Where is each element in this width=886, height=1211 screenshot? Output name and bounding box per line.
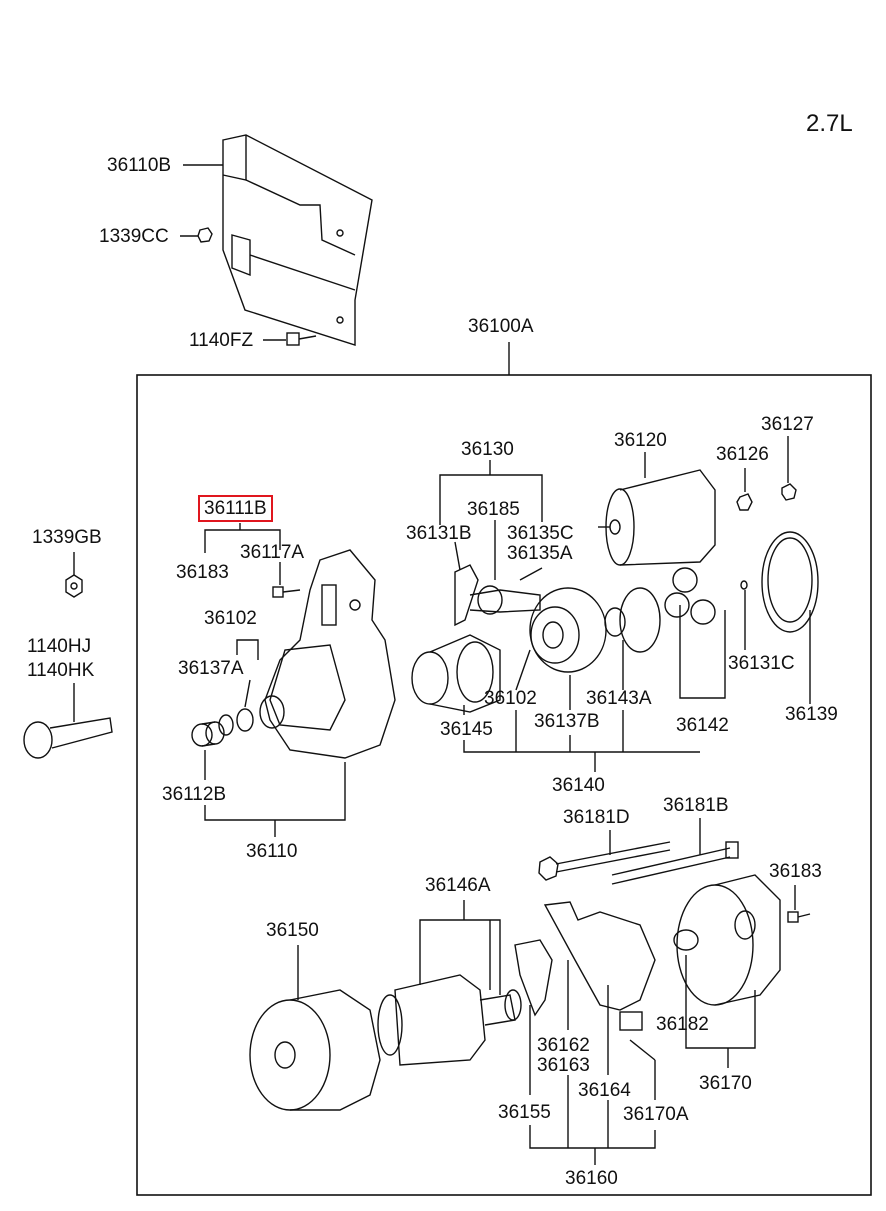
label-36162[interactable]: 36162 <box>537 1035 590 1056</box>
through-bolt-36181b-part <box>611 841 739 885</box>
label-36110[interactable]: 36110 <box>246 841 298 862</box>
label-1140FZ[interactable]: 1140FZ <box>189 330 254 351</box>
label-36150[interactable]: 36150 <box>266 920 319 941</box>
screw-36183-part <box>787 911 811 923</box>
through-bolt-36181d-part <box>538 841 671 881</box>
bolt-1140hj-part <box>23 717 113 759</box>
label-36111B-highlighted[interactable]: 36111B <box>198 495 273 522</box>
label-36181B[interactable]: 36181B <box>663 795 729 816</box>
label-36120[interactable]: 36120 <box>614 430 667 451</box>
label-36102-mid[interactable]: 36102 <box>484 688 537 709</box>
label-36135A[interactable]: 36135A <box>507 543 573 564</box>
label-36126[interactable]: 36126 <box>716 444 769 465</box>
planetary-gear-part <box>604 567 716 653</box>
label-1339GB[interactable]: 1339GB <box>32 527 102 548</box>
label-36100A[interactable]: 36100A <box>468 316 534 337</box>
label-36160[interactable]: 36160 <box>565 1168 618 1189</box>
gear-housing-part <box>529 587 607 673</box>
label-36137A[interactable]: 36137A <box>178 658 244 679</box>
label-36131C[interactable]: 36131C <box>728 653 795 674</box>
label-36139[interactable]: 36139 <box>785 704 838 725</box>
engine-label: 2.7L <box>806 110 853 137</box>
armature-part <box>377 974 522 1066</box>
bushing-36112b-part <box>191 721 225 747</box>
label-36155[interactable]: 36155 <box>498 1102 551 1123</box>
label-36112B[interactable]: 36112B <box>162 784 227 805</box>
label-36163[interactable]: 36163 <box>537 1055 590 1076</box>
label-36145[interactable]: 36145 <box>440 719 493 740</box>
label-36170[interactable]: 36170 <box>699 1073 752 1094</box>
washer-36102-part <box>218 714 234 736</box>
label-1140HK[interactable]: 1140HK <box>27 660 95 681</box>
label-36183-front[interactable]: 36183 <box>176 562 229 583</box>
label-36131B[interactable]: 36131B <box>406 523 472 544</box>
label-36127[interactable]: 36127 <box>761 414 814 435</box>
brush-holder-part <box>514 901 656 1031</box>
label-36170A[interactable]: 36170A <box>623 1104 689 1125</box>
nut-36126-part <box>736 493 753 511</box>
label-36185[interactable]: 36185 <box>467 499 520 520</box>
label-36164[interactable]: 36164 <box>578 1080 631 1101</box>
rear-cover-part <box>673 874 781 1006</box>
label-36135C[interactable]: 36135C <box>507 523 574 544</box>
cover-plate-part <box>222 134 373 346</box>
drive-lever-part <box>454 564 541 627</box>
nut-36127-part <box>781 483 797 501</box>
label-36130[interactable]: 36130 <box>461 439 514 460</box>
label-36182[interactable]: 36182 <box>656 1014 709 1035</box>
front-housing-part <box>259 549 396 759</box>
label-36117A[interactable]: 36117A <box>240 542 305 563</box>
ring-36137a-part <box>236 708 254 732</box>
nut-1339gb-part <box>65 574 83 598</box>
label-36181D[interactable]: 36181D <box>563 807 630 828</box>
ball-36131c-part <box>740 580 748 590</box>
label-1140HJ[interactable]: 1140HJ <box>27 636 92 657</box>
label-36110B[interactable]: 36110B <box>107 155 172 176</box>
nut-1339cc-part <box>197 227 213 243</box>
label-36137B[interactable]: 36137B <box>534 711 600 732</box>
label-36143A[interactable]: 36143A <box>586 688 652 709</box>
bolt-36117a-part <box>272 586 301 598</box>
end-plate-36139-part <box>761 531 819 633</box>
solenoid-part <box>598 469 716 566</box>
label-36140[interactable]: 36140 <box>552 775 605 796</box>
label-36146A[interactable]: 36146A <box>425 875 491 896</box>
assembly-frame <box>136 374 872 1196</box>
label-36102-front[interactable]: 36102 <box>204 608 257 629</box>
label-1339CC[interactable]: 1339CC <box>99 226 169 247</box>
yoke-36150-part <box>249 989 381 1111</box>
label-36142[interactable]: 36142 <box>676 715 729 736</box>
bolt-1140fz-part <box>286 332 317 346</box>
label-36183-rear[interactable]: 36183 <box>769 861 822 882</box>
